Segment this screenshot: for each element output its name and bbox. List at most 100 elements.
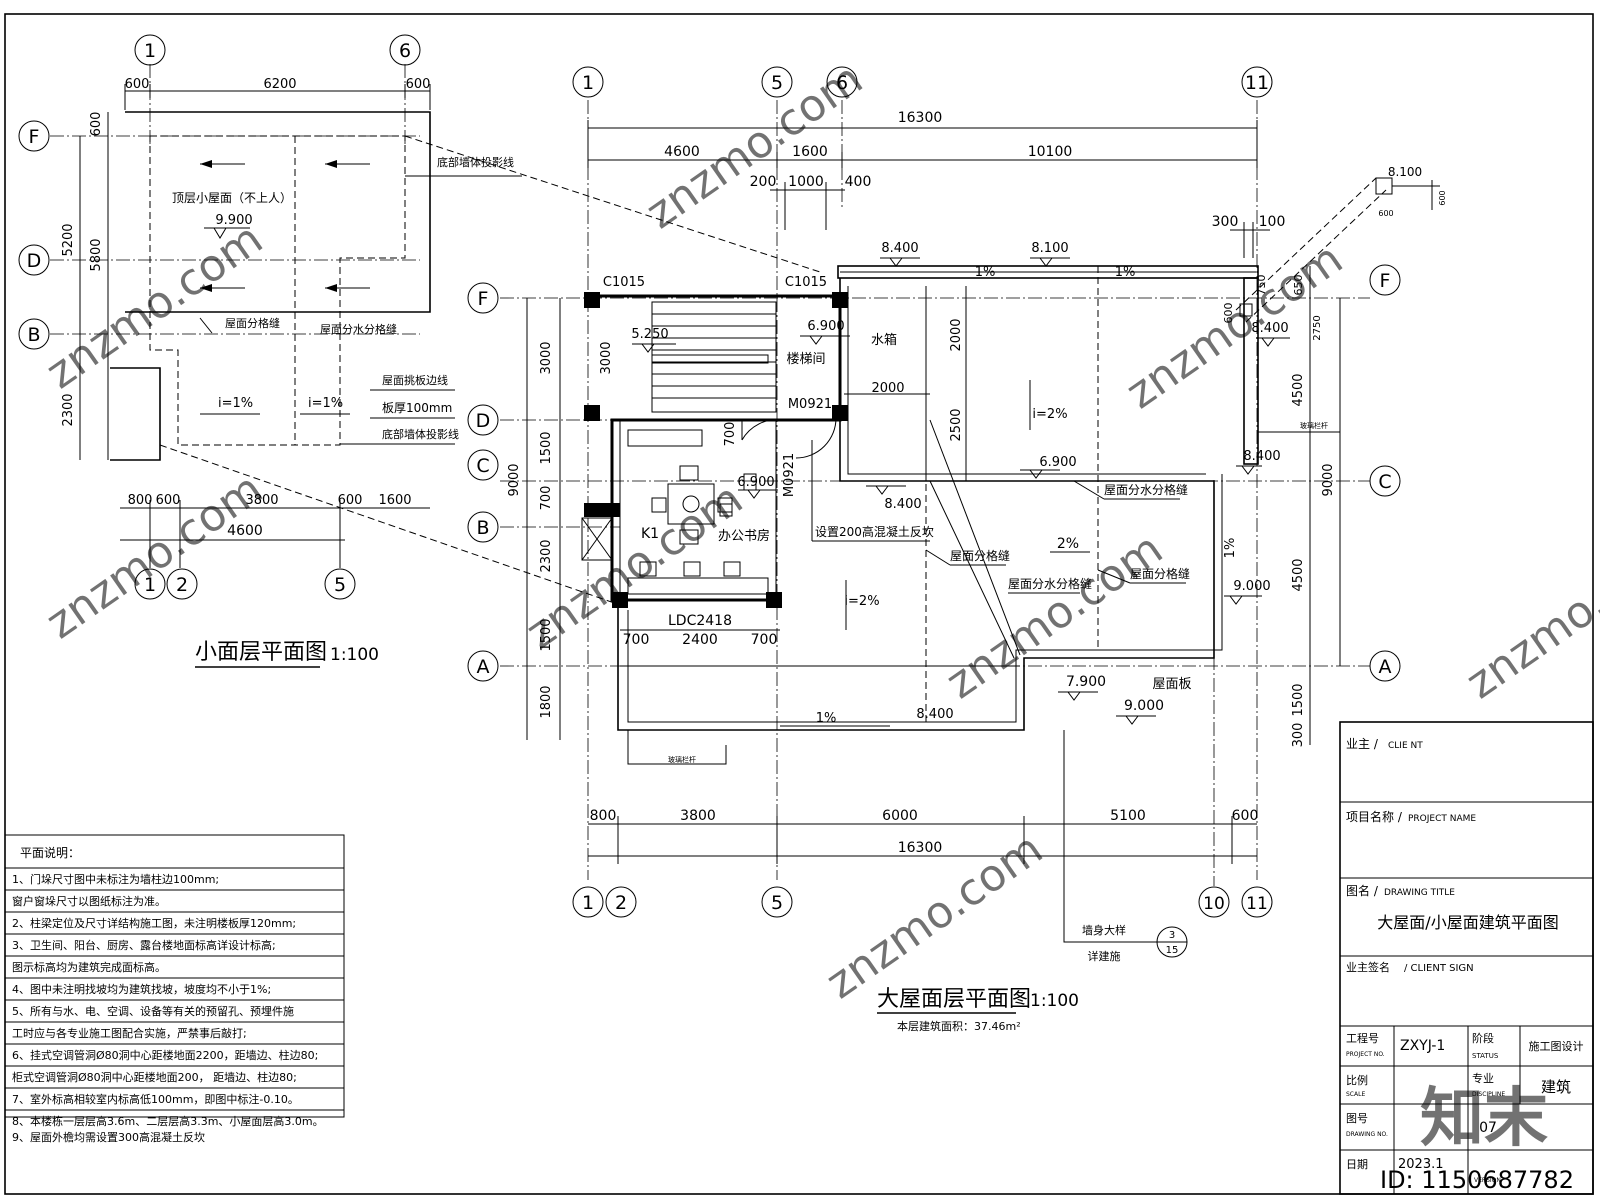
drawing-no-label: 图号 [1346, 1112, 1368, 1125]
main-roof-plan: 1 5 6 11 16300 4600 1600 10100 200 1000 … [467, 66, 1447, 1033]
annotation: 板厚100mm [382, 401, 452, 415]
roof-label: 顶层小屋面（不上人） [172, 191, 292, 205]
area-note: 本层建筑面积：37.46m² [897, 1019, 1021, 1033]
dimension: 4500 [1291, 373, 1306, 406]
date-label: 日期 [1346, 1158, 1368, 1171]
door-label: M0921 [788, 397, 832, 412]
date: 2023.1 [1398, 1157, 1444, 1172]
slope: i=2% [844, 594, 879, 609]
dimension: 6000 [882, 808, 918, 824]
equipment-label: K1 [641, 526, 659, 542]
axis-label: F [29, 126, 40, 148]
status-en: STATUS [1472, 1052, 1499, 1060]
window-label: C1015 [603, 275, 645, 290]
annotation: 屋面分水分格缝 [1104, 482, 1188, 497]
detail-ref-top: 墙身大样 [1082, 923, 1126, 937]
dimension: 600 [406, 77, 431, 92]
dimension: 1600 [378, 493, 411, 508]
annotation: 玻璃栏杆 [1300, 421, 1328, 430]
slope: i=1% [308, 396, 343, 411]
title-block: 业主 / CLIE NT 项目名称 / PROJECT NAME 图名 / DR… [1339, 721, 1594, 1195]
axis-label: 5 [771, 72, 783, 94]
dimension: 2000 [949, 318, 964, 351]
dimension: 9000 [1321, 463, 1336, 496]
elevation-value: 9.900 [215, 213, 252, 228]
dimension: 1600 [792, 144, 828, 160]
dimension: 750 [1255, 275, 1268, 296]
dimension: 1500 [1291, 683, 1306, 716]
dimension: 100 [1259, 214, 1286, 230]
dimension: 16300 [898, 110, 943, 126]
version-en: VERSION [1474, 1177, 1501, 1184]
drawing-title: 大屋面/小屋面建筑平面图 [1377, 913, 1558, 932]
axis-label: 11 [1246, 894, 1268, 914]
discipline-label: 专业 [1472, 1071, 1494, 1085]
project-no-en: PROJECT NO. [1346, 1051, 1385, 1058]
window-label: LDC2418 [668, 613, 732, 629]
annotation: 屋面分格缝 [950, 548, 1010, 563]
axis-label: 2 [615, 892, 627, 914]
axis-label: C [476, 455, 489, 477]
note-line: 窗户窗垛尺寸以图纸标注为准。 [12, 894, 166, 908]
dimension: 600 [1438, 190, 1447, 205]
annotation: 屋面分格缝 [1130, 566, 1190, 581]
axis-label: D [27, 250, 42, 272]
dimension: 300 [1212, 214, 1239, 230]
axis-label: 6 [836, 72, 848, 94]
discipline-en: DISCIPLINE [1472, 1091, 1505, 1098]
slope: i=2% [1032, 407, 1067, 422]
dimension: 700 [539, 486, 554, 511]
dimension: 600 [1232, 808, 1259, 824]
annotation: 屋面挑板边线 [382, 373, 448, 387]
plan-scale: 1:100 [330, 645, 379, 665]
drawing-title-en: DRAWING TITLE [1384, 888, 1455, 898]
notes-box: 平面说明： 1、门垛尺寸图中未标注为墙柱边100mm; 窗户窗垛尺寸以图纸标注为… [4, 834, 345, 1144]
elevation-value: 7.900 [1066, 674, 1106, 690]
axis-label: 5 [334, 574, 346, 596]
dimension: 600 [338, 493, 363, 508]
slope: 1% [1223, 538, 1238, 559]
note-line: 柜式空调管洞Ø80洞中心距楼地面200， 距墙边、柱边80; [12, 1070, 297, 1084]
elevation-value: 9.000 [1233, 579, 1270, 594]
elevation-value: 6.900 [1039, 455, 1076, 470]
dimension: 2300 [539, 539, 554, 572]
drawing-no-en: DRAWING NO. [1346, 1131, 1388, 1138]
note-line: 2、柱梁定位及尺寸详结构施工图，未注明楼板厚120mm; [12, 916, 296, 930]
sheet-border [4, 13, 1594, 1195]
note-line: 7、室外标高相较室内标高低100mm，即图中标注-0.10。 [12, 1092, 299, 1106]
plan-title: 小面层平面图 [195, 640, 327, 665]
dimension: 3800 [680, 808, 716, 824]
axis-bubble [134, 34, 166, 66]
elevation-value: 8.400 [1251, 321, 1288, 336]
room-label: 水箱 [871, 332, 897, 348]
dimension: 200 [750, 174, 777, 190]
axis-label: B [27, 324, 40, 346]
dimension: 2500 [949, 408, 964, 441]
dimension: 800 [128, 493, 153, 508]
elevation-value: 8.400 [916, 707, 953, 722]
project-no-label: 工程号 [1346, 1032, 1379, 1045]
axis-label: 5 [771, 892, 783, 914]
dimension: 5800 [89, 238, 104, 271]
dimension: 700 [723, 422, 738, 447]
dimension: 2000 [871, 381, 904, 396]
notes-title: 平面说明： [20, 845, 80, 860]
axis-label: 1 [582, 892, 594, 914]
watermark-id: ID: 1150687782 [1380, 1166, 1574, 1194]
small-roof-plan: 1 6 F D B 600 6200 600 5200 2300 600 580… [18, 34, 821, 668]
slope: i=1% [218, 396, 253, 411]
note-line: 9、屋面外檐均需设置300高混凝土反坎 [12, 1130, 205, 1144]
project-label: 项目名称 / [1346, 809, 1403, 824]
annotation: 玻璃栏杆 [668, 755, 696, 764]
dimension: 3800 [245, 493, 278, 508]
note-line: 8、本楼栋一层层高3.6m、二层层高3.3m、小屋面层高3.0m。 [12, 1114, 324, 1128]
axis-label: A [477, 656, 490, 678]
note-line: 1、门垛尺寸图中未标注为墙柱边100mm; [12, 872, 219, 886]
dimension: 1800 [539, 685, 554, 718]
axis-label: C [1378, 471, 1391, 493]
dimension: 3000 [599, 341, 614, 374]
dimension: 16300 [898, 840, 943, 856]
axis-label: 6 [399, 40, 411, 62]
axis-label: 10 [1203, 894, 1225, 914]
